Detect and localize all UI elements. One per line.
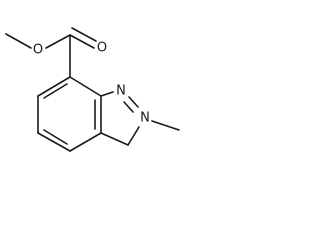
- bond-c7-c6-inner: [43, 83, 68, 99]
- bond-c5-c4-inner: [43, 129, 68, 145]
- bond-c4-c3a: [69, 132, 102, 152]
- bond-methyl-ester: [5, 33, 32, 49]
- atom-n1: N: [116, 84, 126, 99]
- atom-n2: N: [140, 111, 150, 126]
- bond-n1-n2-inner: [123, 101, 134, 113]
- bond-ester-o-carbonyl: [45, 34, 71, 49]
- bond-carbonyl-double-b: [71, 27, 97, 42]
- bond-c7-c6: [37, 76, 71, 97]
- bond-c7a-n1: [100, 91, 114, 97]
- atom-carbonyl-oxygen: O: [97, 41, 107, 56]
- bond-carbonyl-double-a: [69, 34, 95, 49]
- bond-n1-n2: [128, 96, 139, 108]
- atom-ester-oxygen: O: [33, 43, 43, 58]
- bond-n-methyl: [151, 120, 180, 131]
- bond-c7a-c7: [69, 76, 102, 97]
- bond-c3-c3a: [100, 132, 129, 146]
- bond-c5-c4: [37, 132, 71, 152]
- chemical-structure: O O N N: [5, 27, 180, 152]
- bond-n2-c3: [127, 126, 140, 146]
